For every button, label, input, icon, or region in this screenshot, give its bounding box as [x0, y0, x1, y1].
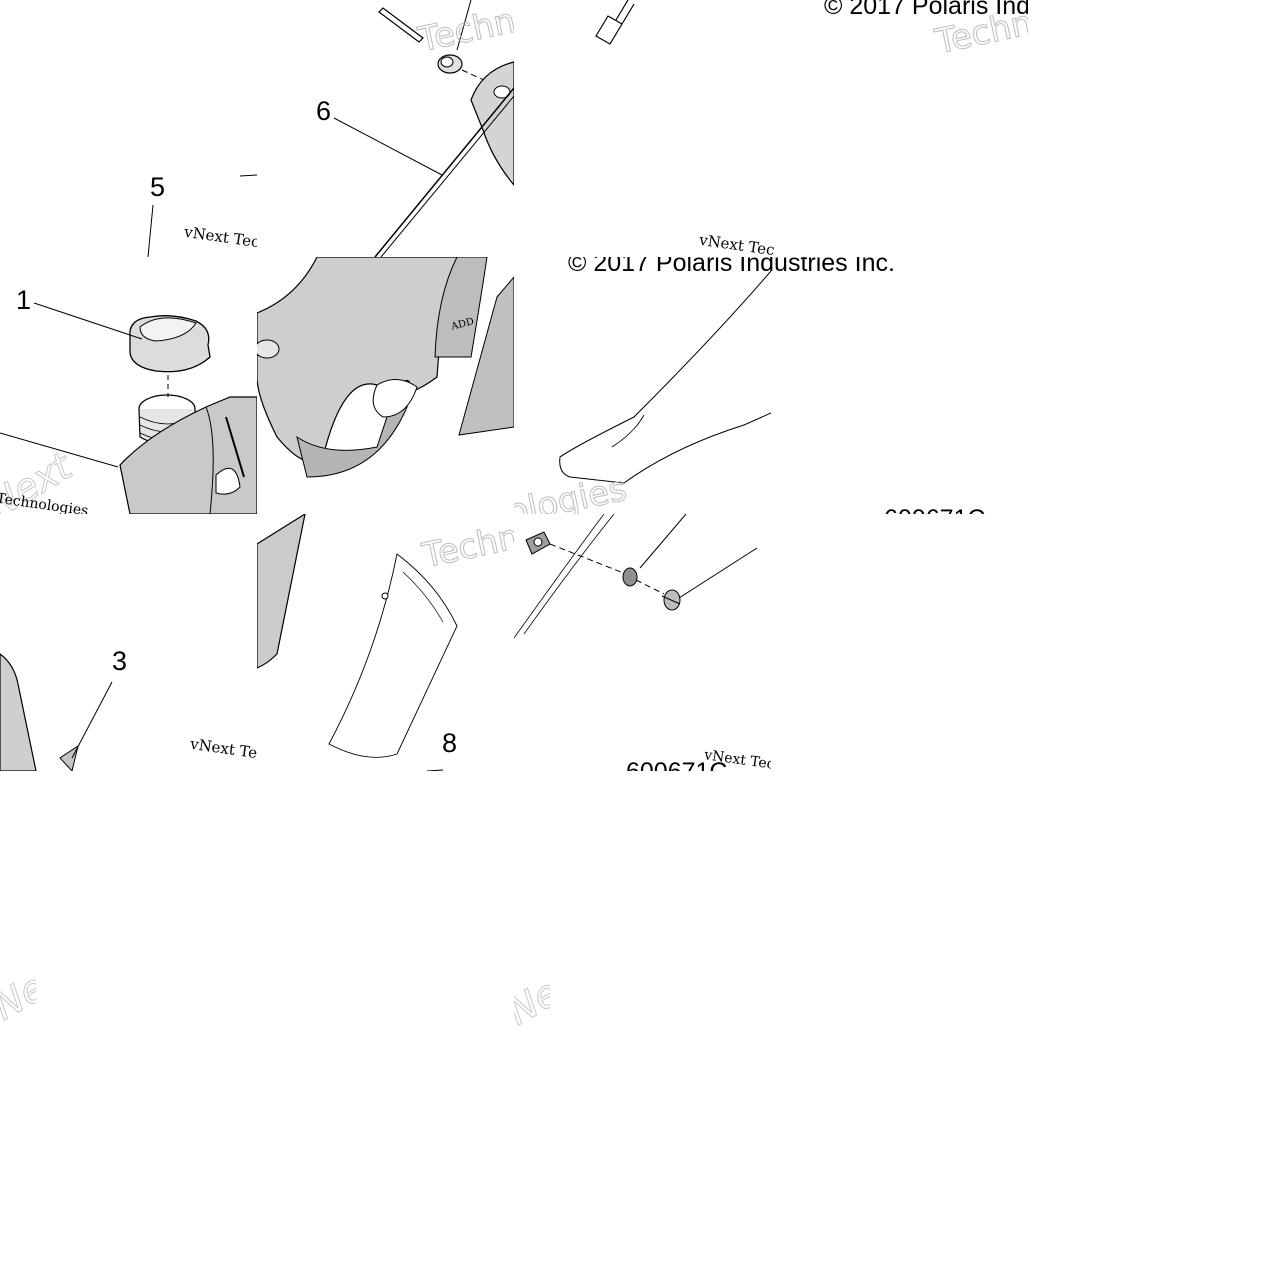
fuel-tank-body-drawing	[257, 257, 514, 508]
tile-lower-right: 600671C vNext Tec	[514, 514, 771, 771]
panel-drawing	[257, 514, 458, 771]
fastener-drawing	[514, 514, 758, 639]
copyright-text-top: © 2017 Polaris Industries Inc.	[824, 0, 1028, 20]
shield-drawing	[559, 270, 771, 484]
tile-middle-left: 1 vNext Technologies	[0, 257, 257, 514]
tile-top-left: 5 vNext Tec	[0, 0, 257, 257]
callout-5: 5	[150, 172, 166, 202]
tile-middle-right: © 2017 Polaris Industries Inc. Technolog…	[514, 257, 771, 514]
leader-lines	[147, 174, 257, 257]
figure-number-right: 600671C	[884, 505, 985, 514]
copyright-text-middle: © 2017 Polaris Industries Inc.	[568, 257, 771, 277]
callout-8: 8	[442, 728, 458, 758]
copyright-text-right: © 2017 Polaris Industries Inc.	[771, 257, 895, 277]
tile-bottom-fragment-right: vNext	[514, 976, 550, 1032]
tile-top-right: © 2017 Polaris Industries Inc. Technolog…	[514, 0, 1028, 257]
tank-lower-drawing	[0, 653, 113, 771]
fuel-cap-drawing	[0, 302, 257, 514]
callout-1: 1	[16, 285, 32, 315]
watermark-italic: vNext	[0, 971, 36, 1031]
tile-top-middle: 6 2 4 Technologies	[257, 0, 514, 257]
watermark-italic: vNext	[514, 976, 550, 1032]
tile-right-strip: © 2017 Polaris Industries Inc. 600671C	[771, 257, 1028, 514]
callout-6: 6	[316, 96, 332, 126]
tile-lower-left: 3 vNext Tec	[0, 514, 257, 771]
tile-bottom-fragment-left: vNext	[0, 971, 36, 1031]
tile-lower-center: 8 Technologies	[257, 514, 514, 771]
callout-3: 3	[112, 646, 128, 676]
figure-number-bottom: 600671C	[626, 758, 727, 771]
fuel-tank-top-drawing	[333, 0, 514, 257]
connector-drawing	[595, 0, 635, 45]
tile-center: ADD	[257, 257, 514, 514]
tile-callout-7: 7	[771, 514, 1028, 554]
